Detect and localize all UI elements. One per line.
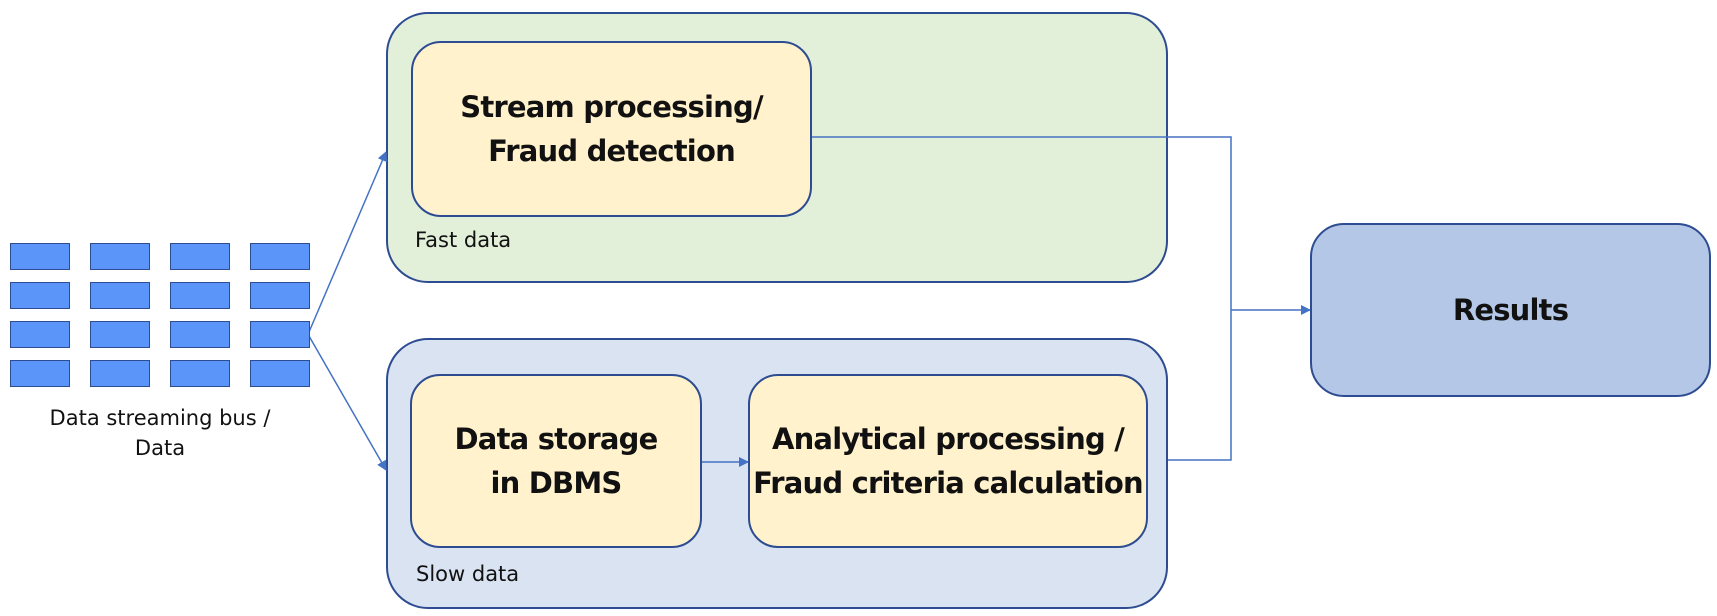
bus-message-block [90,360,150,387]
analytical-processing-line-2: Fraud criteria calculation [753,466,1144,500]
results-box: Results [1310,223,1711,397]
analytical-processing-title: Analytical processing / Fraud criteria c… [753,417,1144,505]
bus-message-block [10,243,70,270]
stream-processing-title: Stream processing/ Fraud detection [460,85,763,173]
bus-message-block [10,321,70,348]
bus-message-block [10,360,70,387]
bus-message-block [250,243,310,270]
data-storage-title: Data storage in DBMS [454,417,659,505]
results-title: Results [1452,288,1569,332]
stream-processing-line-2: Fraud detection [488,134,736,168]
data-streaming-bus-label: Data streaming bus / Data [10,403,310,463]
bus-message-block [170,360,230,387]
bus-message-block [250,360,310,387]
bus-label-line-2: Data [134,436,186,460]
bus-message-block [10,282,70,309]
bus-message-block [90,243,150,270]
analytical-processing-line-1: Analytical processing / [771,422,1125,456]
bus-label-line-1: Data streaming bus / [49,406,271,430]
stream-processing-line-1: Stream processing/ [460,90,763,124]
bus-message-block [170,282,230,309]
edge-source-to-slow [308,335,387,471]
bus-message-block [90,321,150,348]
analytical-processing-box: Analytical processing / Fraud criteria c… [748,374,1148,548]
bus-message-block [170,243,230,270]
bus-message-block [90,282,150,309]
data-storage-line-2: in DBMS [490,466,622,500]
edge-stream-to-results [812,136,1232,310]
bus-message-block [250,321,310,348]
results-line-1: Results [1452,293,1569,327]
bus-message-block [250,282,310,309]
edge-source-to-fast [308,151,388,333]
stream-processing-box: Stream processing/ Fraud detection [411,41,812,217]
data-storage-line-1: Data storage [454,422,659,456]
edge-analytics-to-results [1168,310,1232,461]
bus-message-block [170,321,230,348]
data-storage-box: Data storage in DBMS [410,374,702,548]
fast-data-label: Fast data [415,228,512,252]
slow-data-label: Slow data [416,562,520,586]
